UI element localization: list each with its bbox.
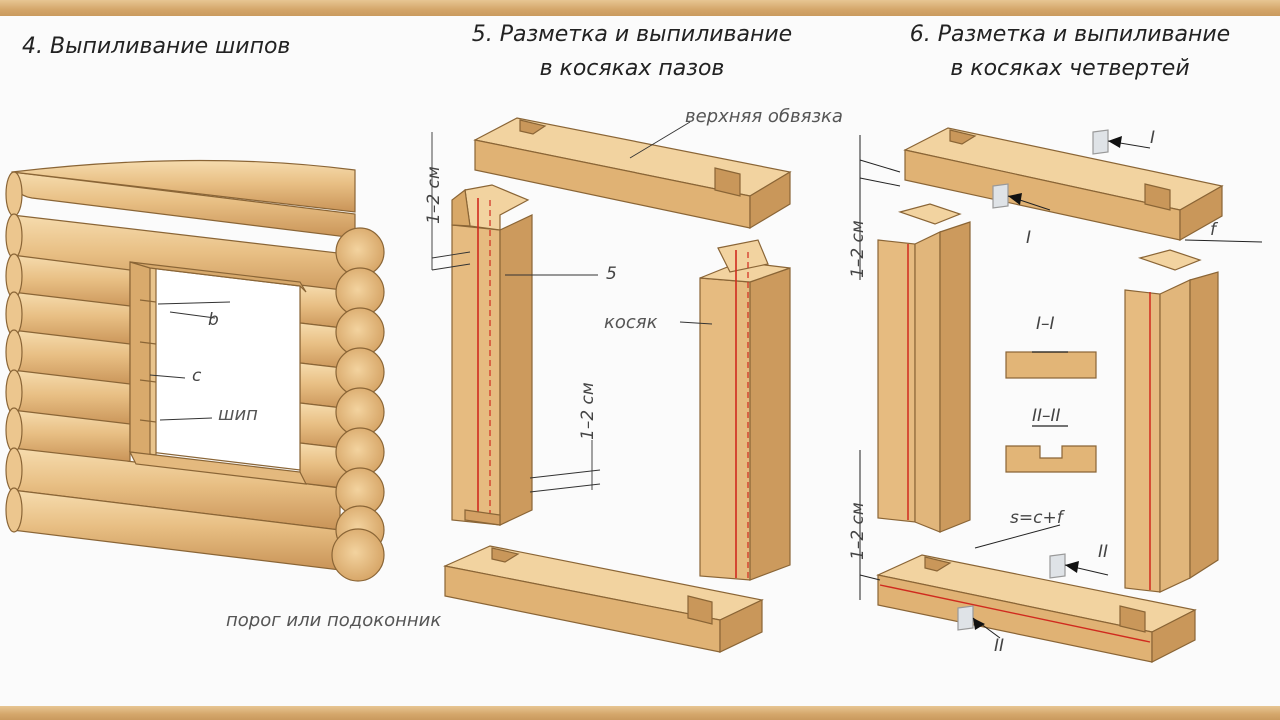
log-rows xyxy=(11,159,361,571)
wood-border-bottom xyxy=(0,706,1280,720)
label-top-beam: верхняя обвязка xyxy=(685,106,843,127)
window-opening xyxy=(149,267,301,471)
right-jamb-side xyxy=(749,267,791,581)
section4-title: 4. Выпиливание шипов xyxy=(22,34,291,59)
label-jamb: косяк xyxy=(604,312,658,333)
label-section-I-top: I xyxy=(1150,128,1156,148)
dim-1-2cm-bottom-6: 1–2 см xyxy=(848,502,868,560)
dim-1-2cm-top-5: 1–2 см xyxy=(424,166,444,224)
wood-border-top xyxy=(0,0,1280,16)
sill-side xyxy=(719,599,763,653)
section5-title-line2: в косяках пазов xyxy=(539,56,725,81)
log-right-ends xyxy=(331,227,385,582)
section5-parts xyxy=(431,117,792,653)
label-b: b xyxy=(208,310,219,330)
section-I-I-shape xyxy=(1005,351,1097,379)
label-sill: порог или подоконник xyxy=(226,610,442,631)
label-section-II-II: II–II xyxy=(1032,406,1061,426)
log-wall xyxy=(5,159,385,582)
section6-title-line1: 6. Разметка и выпиливание xyxy=(909,22,1231,47)
left-jamb-side xyxy=(499,214,533,526)
dim-1-2cm-top-6: 1–2 см xyxy=(848,220,868,278)
log-left-ends xyxy=(5,171,23,533)
label-section-II-bottom: II xyxy=(994,636,1005,656)
label-tenon: шип xyxy=(218,404,258,425)
label-five: 5 xyxy=(606,264,617,284)
label-f: f xyxy=(1210,220,1216,240)
left-jamb-front xyxy=(451,224,501,526)
label-c: c xyxy=(192,366,202,386)
top-beam-side xyxy=(749,170,791,230)
section5-title-line1: 5. Разметка и выпиливание xyxy=(471,22,793,47)
dim-1-2cm-mid-5: 1–2 см xyxy=(578,382,598,440)
label-section-I-I: I–I xyxy=(1036,314,1055,334)
label-section-II-right: II xyxy=(1098,542,1109,562)
section-II-II-shape xyxy=(1005,445,1097,473)
label-section-I-lower: I xyxy=(1026,228,1032,248)
label-formula: s=c+f xyxy=(1010,508,1063,528)
section6-parts xyxy=(859,127,1263,663)
section6-title-line2: в косяках четвертей xyxy=(950,56,1190,81)
